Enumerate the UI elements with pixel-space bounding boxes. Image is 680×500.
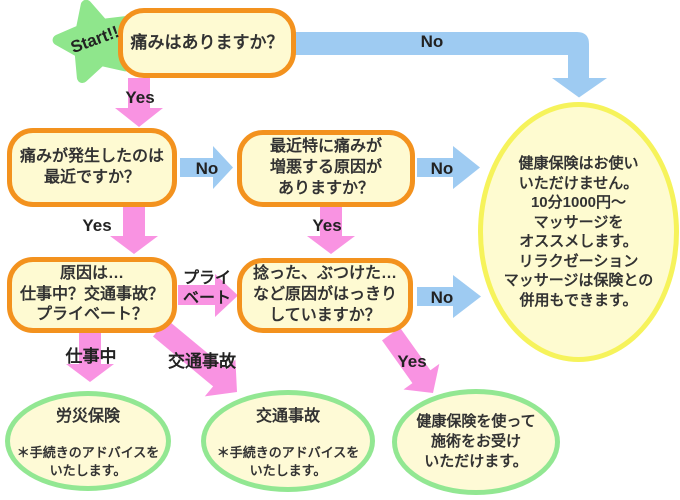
edge-label-q1-no: No: [420, 32, 444, 51]
question-box-pain: 痛みはありますか？: [118, 8, 296, 78]
result-rosai-content: 労災保険 ＊手続きのアドバイスを いたします。: [17, 384, 160, 497]
arrow-q4-traffic: [153, 319, 237, 397]
edge-label-q4-work: 仕事中: [65, 347, 117, 366]
edge-label-q4-traffic: 交通事故: [168, 352, 236, 371]
arrow-q3-yes: [307, 207, 355, 254]
result-ellipse-health-insurance: 健康保険を使って 施術をお受け いただけます。: [392, 389, 560, 495]
question-box-recent-onset: 痛みが発生したのは 最近ですか？: [7, 128, 177, 207]
result-traffic-content: 交通事故 ＊手続きのアドバイスを いたします。: [217, 384, 360, 497]
question-box-worsening-cause: 最近特に痛みが 増悪する原因が ありますか？: [237, 130, 415, 207]
result-ellipse-rosai: 労災保険 ＊手続きのアドバイスを いたします。: [5, 391, 171, 491]
arrow-q5-yes: [382, 327, 440, 393]
arrow-q1-no: [295, 32, 607, 98]
edge-label-q1-yes: Yes: [125, 88, 155, 107]
edge-label-q4-private: プライ ベート: [182, 270, 231, 307]
question-box-cause-type: 原因は… 仕事中？交通事故？ プライベート？: [7, 257, 177, 333]
result-rosai-body: ＊手続きのアドバイスを いたします。: [16, 445, 160, 478]
edge-label-q3-yes: Yes: [312, 216, 342, 235]
result-ellipse-traffic-accident: 交通事故 ＊手続きのアドバイスを いたします。: [201, 390, 375, 492]
arrow-q5-no: [417, 275, 481, 318]
arrow-q2-no: [180, 146, 233, 189]
arrow-q1-yes: [115, 78, 163, 127]
arrow-q3-no: [417, 146, 480, 189]
arrow-q4-work: [66, 333, 114, 382]
info-ellipse-no-insurance: 健康保険はお使い いただけません。 10分1000円～ マッサージを オススメし…: [478, 102, 679, 362]
arrow-q4-private: [178, 274, 238, 317]
result-rosai-title: 労災保険: [55, 408, 120, 426]
edge-label-q5-yes: Yes: [397, 352, 427, 371]
edge-label-q3-no: No: [430, 159, 454, 178]
question-box-clear-cause: 捻った、ぶつけた… など原因がはっきり していますか？: [237, 258, 413, 333]
edge-label-q2-no: No: [195, 159, 219, 178]
edge-label-q5-no: No: [430, 288, 454, 307]
result-traffic-body: ＊手続きのアドバイスを いたします。: [216, 445, 360, 478]
arrow-q2-yes: [110, 207, 158, 254]
result-traffic-title: 交通事故: [255, 408, 320, 426]
edge-label-q2-yes: Yes: [82, 216, 112, 235]
